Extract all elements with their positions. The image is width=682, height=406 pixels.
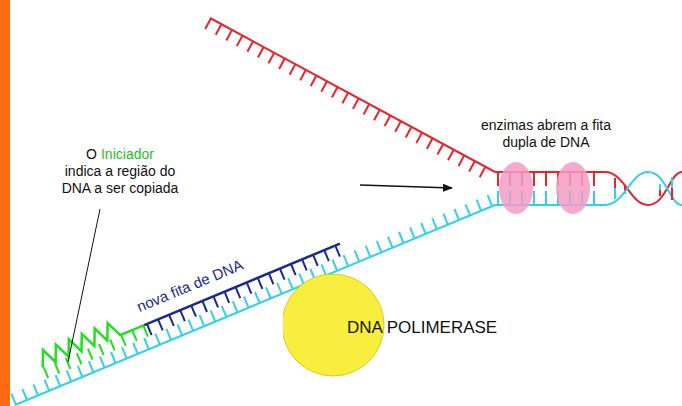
side-bar	[0, 0, 10, 406]
enzyme-note: enzimas abrem a fita dupla de DNA	[478, 117, 614, 151]
primer-description: indica a região do DNA a ser copiada	[52, 163, 188, 197]
enzyme-name: DNA POLIMERASE	[347, 318, 497, 338]
helicase-enzyme	[499, 162, 533, 214]
leader-line	[68, 209, 100, 362]
primer-term: Iniciador	[101, 146, 154, 162]
lower-strand	[0, 168, 495, 405]
helicase-enzyme	[556, 162, 590, 214]
upper-strand	[207, 18, 495, 177]
new-strand-label: nova fita de DNA	[134, 256, 246, 316]
primer-note: OIniciadorindica a região do DNA a ser c…	[45, 146, 195, 197]
enzyme-circle: DNA POLIMERASE	[283, 274, 501, 378]
direction-arrow	[360, 185, 452, 188]
primer-article: O	[86, 146, 97, 162]
